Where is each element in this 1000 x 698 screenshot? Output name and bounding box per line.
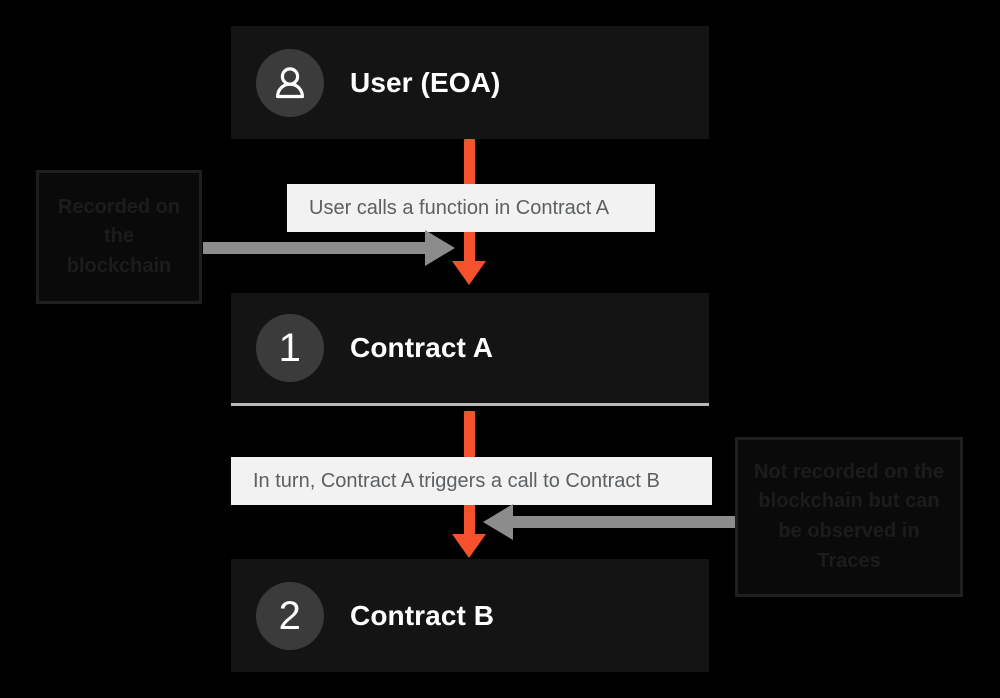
user-avatar-icon bbox=[256, 48, 324, 117]
edge-label-contract-a-triggers-call: In turn, Contract A triggers a call to C… bbox=[231, 457, 712, 505]
arrow-contract-a-to-b-stem-lower bbox=[464, 504, 475, 538]
node-contract-b-number: 2 bbox=[278, 593, 302, 638]
callout-not-recorded-observed-in-traces: Not recorded on the blockchain but can b… bbox=[735, 437, 963, 597]
node-contract-a-number: 1 bbox=[278, 326, 302, 370]
node-contract-b[interactable]: 2 Contract B bbox=[231, 559, 709, 672]
node-user-label: User (EOA) bbox=[350, 66, 501, 98]
arrow-user-to-contract-a-stem-lower bbox=[464, 231, 475, 265]
gray-arrow-right-pointing-left bbox=[483, 498, 735, 546]
number-badge-2: 2 bbox=[256, 581, 324, 650]
edge-label-user-calls-function: User calls a function in Contract A bbox=[287, 184, 655, 232]
node-contract-a[interactable]: 1 Contract A bbox=[231, 293, 709, 406]
node-contract-b-label: Contract B bbox=[350, 599, 495, 631]
number-badge-1: 1 bbox=[256, 314, 324, 382]
node-user[interactable]: User (EOA) bbox=[231, 26, 709, 139]
arrow-user-to-contract-a-stem-upper bbox=[464, 139, 475, 185]
arrow-contract-a-to-b-head bbox=[452, 534, 486, 558]
arrow-contract-a-to-b-stem-upper bbox=[464, 411, 475, 457]
gray-arrow-left-pointing-right bbox=[203, 224, 455, 272]
callout-recorded-on-blockchain: Recorded on the blockchain bbox=[36, 170, 202, 304]
node-contract-a-label: Contract A bbox=[350, 332, 494, 363]
arrow-user-to-contract-a-head bbox=[452, 261, 486, 285]
